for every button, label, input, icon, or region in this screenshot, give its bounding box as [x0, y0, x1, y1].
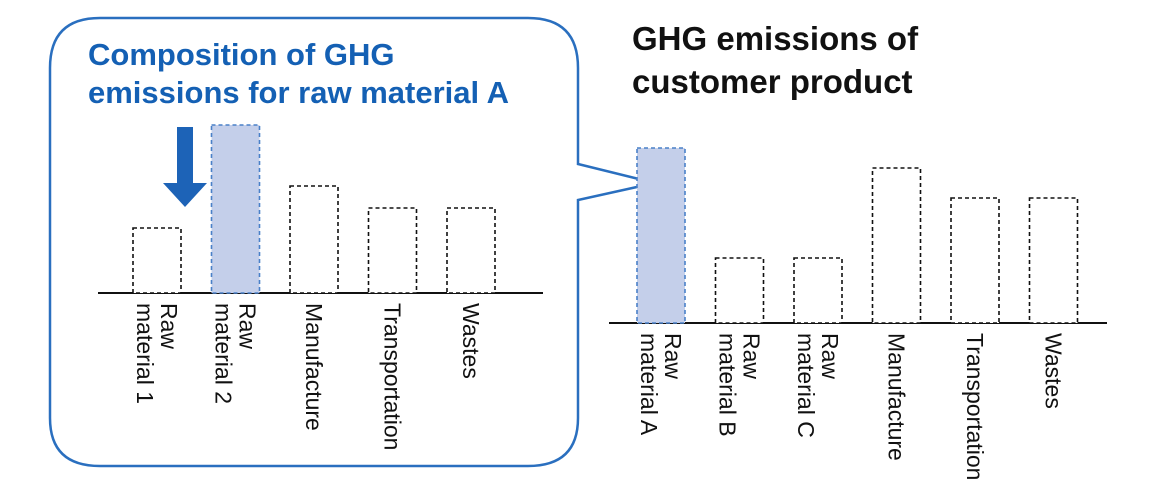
- left-category-label-2-line-2: material 2: [211, 303, 237, 404]
- right-bar-4: [871, 167, 922, 324]
- right-category-label-5: Transportation: [962, 333, 988, 480]
- left-category-label-4-line-1: Transportation: [380, 303, 406, 450]
- right-bar-2: [714, 257, 765, 324]
- callout-bubble: [48, 16, 656, 468]
- right-category-label-2-line-2: material B: [715, 333, 741, 437]
- right-bar-3: [793, 257, 843, 324]
- left-category-label-3-line-1: Manufacture: [301, 303, 327, 431]
- right-bar-1: [636, 147, 686, 324]
- right-bars: [636, 147, 1079, 324]
- right-bar-5: [950, 197, 1000, 324]
- left-category-label-2-line-1: Raw: [235, 303, 261, 349]
- left-bar-3: [289, 185, 339, 294]
- right-category-label-4-line-1: Manufacture: [884, 333, 910, 461]
- right-category-label-2-line-1: Raw: [739, 333, 765, 379]
- left-bars: [132, 124, 496, 294]
- composition-title: Composition of GHG emissions for raw mat…: [88, 37, 509, 110]
- left-category-label-2: Rawmaterial 2: [211, 303, 261, 404]
- right-category-label-6-line-1: Wastes: [1041, 333, 1067, 409]
- right-category-label-1-line-2: material A: [636, 333, 662, 436]
- right-category-label-4: Manufacture: [884, 333, 910, 461]
- left-category-label-1-line-1: Raw: [156, 303, 182, 349]
- composition-title-line1: Composition of GHG: [88, 37, 395, 72]
- left-bar-2: [210, 124, 261, 294]
- left-category-label-3: Manufacture: [301, 303, 327, 431]
- left-bar-5: [446, 207, 496, 294]
- right-category-label-2: Rawmaterial B: [715, 333, 765, 437]
- right-bar-6: [1028, 197, 1079, 324]
- right-category-label-5-line-1: Transportation: [962, 333, 988, 480]
- right-category-label-3: Rawmaterial C: [793, 333, 843, 438]
- left-category-label-5: Wastes: [458, 303, 484, 379]
- composition-title-line2: emissions for raw material A: [88, 75, 509, 110]
- left-category-label-1-line-2: material 1: [132, 303, 158, 404]
- left-category-label-5-line-1: Wastes: [458, 303, 484, 379]
- customer-product-title: GHG emissions of customer product: [632, 20, 927, 100]
- left-category-label-1: Rawmaterial 1: [132, 303, 182, 404]
- right-category-label-3-line-2: material C: [793, 333, 819, 438]
- left-category-label-4: Transportation: [380, 303, 406, 450]
- right-category-label-6: Wastes: [1041, 333, 1067, 409]
- customer-product-title-line2: customer product: [632, 63, 913, 100]
- down-arrow-icon: [163, 127, 207, 207]
- right-category-label-1: Rawmaterial A: [636, 333, 686, 436]
- right-category-label-1-line-1: Raw: [660, 333, 686, 379]
- left-bar-1: [132, 227, 182, 294]
- right-category-label-3-line-1: Raw: [817, 333, 843, 379]
- down-arrow-icon-head: [163, 183, 207, 207]
- customer-product-title-line1: GHG emissions of: [632, 20, 919, 57]
- down-arrow-icon-shaft: [177, 127, 193, 185]
- left-bar-4: [367, 207, 418, 294]
